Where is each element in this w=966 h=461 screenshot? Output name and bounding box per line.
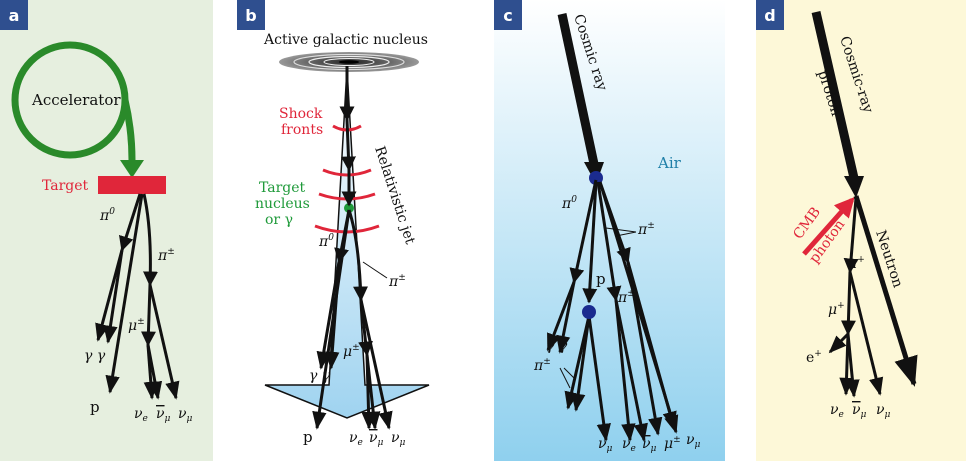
- cosmic-ray-proton-label-2: proton: [814, 68, 844, 118]
- pipm-label-upper: π±: [637, 221, 655, 238]
- cmb-photon-arrow: [802, 197, 855, 256]
- pi0-label: π0: [561, 195, 577, 212]
- mupm-label: μ±: [128, 317, 145, 334]
- pipm-label-lower: π±: [533, 357, 551, 374]
- mupm-label: μ±: [343, 343, 360, 360]
- relativistic-jet-label: Relativistic jet: [371, 144, 418, 246]
- air-background: [494, 0, 725, 461]
- pipm-label: π±: [157, 247, 175, 264]
- pipm-label-middle: π±: [617, 289, 635, 306]
- gamma-gamma-label: γ γ: [309, 368, 331, 384]
- nu-e-label: νe: [134, 406, 148, 424]
- target-label: Target: [42, 178, 89, 194]
- panel-a-badge: a: [0, 0, 28, 30]
- mupm-label: μ±: [664, 435, 681, 452]
- nubar-mu-label: νμ: [369, 430, 384, 448]
- panel-d-diagram: Cosmic-ray proton CMB photon Neutron π+ …: [790, 10, 918, 420]
- nu-e-label: νe: [349, 430, 363, 448]
- pi0-label: π0: [99, 207, 115, 224]
- nubar-mu-label: νμ: [852, 402, 867, 420]
- panel-c-tracks: [546, 179, 679, 442]
- cosmic-ray-proton-arrowhead: [844, 176, 864, 198]
- proton-label: p: [90, 398, 100, 416]
- panel-a: a Accelerator Target π0 π± μ± γ γ p νe ν…: [0, 0, 213, 461]
- target-nucleus-label-1: Target: [259, 180, 306, 196]
- nu-mu-label-2: νμ: [686, 432, 701, 450]
- panel-c: Cosmic ray Air π0 π± p π: [494, 0, 725, 461]
- nu-mu-label: νμ: [178, 406, 193, 424]
- panel-b-tracks: [312, 66, 393, 430]
- panel-b-badge: b: [237, 0, 265, 30]
- pipm-label: π±: [388, 273, 406, 290]
- panel-d: d Cosmic-ray proton CMB photon Neutron π…: [756, 0, 966, 461]
- pi0-label: π0: [318, 233, 334, 250]
- nu-mu-label: νμ: [391, 430, 406, 448]
- nu-e-label: νe: [622, 436, 636, 454]
- target-nucleus-label-2: nucleus: [255, 196, 310, 212]
- panel-d-badge: d: [756, 0, 784, 30]
- air-label: Air: [657, 154, 682, 172]
- gamma-gamma-label: γ γ: [84, 348, 106, 364]
- pipm-leaders: [559, 227, 637, 389]
- shock-fronts-label-1: Shock: [279, 106, 323, 122]
- panel-a-tracks: [95, 193, 180, 400]
- target-block: [98, 176, 166, 194]
- cosmic-ray-proton-label-1: Cosmic-ray: [836, 34, 876, 115]
- shock-fronts-label-2: fronts: [281, 122, 323, 138]
- accelerator-label: Accelerator: [31, 91, 121, 109]
- proton-label: p: [596, 270, 606, 288]
- pi-plus-label: π+: [847, 255, 865, 272]
- gamma-gamma-label: γ γ: [546, 338, 568, 354]
- panel-c-badge: c: [494, 0, 522, 30]
- relativistic-jet-shape: [264, 67, 430, 419]
- panel-b-diagram: Active galactic nucleus Shock fronts Tar…: [255, 32, 430, 448]
- cosmic-ray-proton-track: [811, 10, 859, 180]
- mu-plus-label: μ+: [828, 301, 845, 318]
- nu-mu-label-1: νμ: [598, 436, 613, 454]
- neutron-track: [853, 195, 918, 387]
- panel-c-diagram: Cosmic ray Air π0 π± p π: [494, 0, 725, 461]
- positron-label: e+: [806, 349, 822, 366]
- pipm-leader: [362, 261, 388, 279]
- panel-a-diagram: Accelerator Target π0 π± μ± γ γ p νe νμ …: [11, 41, 193, 424]
- nu-e-label: νe: [830, 402, 844, 420]
- nu-mu-label: νμ: [876, 402, 891, 420]
- second-interaction-dot: [582, 305, 596, 319]
- nubar-mu-label: νμ: [156, 406, 171, 424]
- first-interaction-dot: [589, 171, 603, 185]
- accelerator-ring: [11, 41, 144, 178]
- target-nucleus-label-3: or γ: [265, 212, 293, 228]
- panel-d-tracks: [828, 197, 884, 398]
- panel-b: b Active galactic nucleus Shock fronts T…: [237, 0, 455, 461]
- cosmic-ray-track: [557, 13, 599, 165]
- nubar-mu-label: νμ: [642, 436, 657, 454]
- agn-disk: [279, 52, 419, 72]
- agn-title: Active galactic nucleus: [263, 32, 428, 48]
- proton-label: p: [303, 428, 313, 446]
